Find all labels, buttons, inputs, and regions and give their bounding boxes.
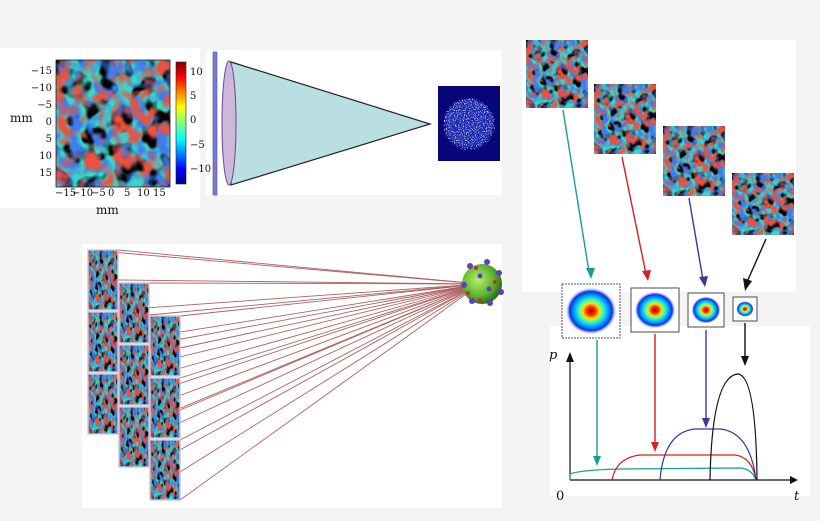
spot-arrows [593, 323, 749, 466]
tile [150, 316, 180, 376]
ray-line [179, 283, 481, 317]
power-plot-panel [550, 326, 810, 496]
ray-line [179, 283, 481, 441]
frame-arrows [562, 109, 767, 291]
x-tick: −10 [72, 188, 94, 199]
power-axis-label: p [549, 348, 558, 363]
phase-map-y-axis-label: mm [10, 111, 33, 125]
tile [88, 250, 118, 310]
x-tick: −5 [91, 188, 106, 199]
time-axis-label: t [794, 489, 800, 504]
ray-line [179, 283, 481, 501]
x-tick: 0 [108, 188, 115, 199]
focus-cone [230, 61, 433, 186]
x-tick: 15 [153, 188, 166, 199]
colorbar-tick: 10 [190, 67, 203, 78]
colorbar-tick: 5 [190, 91, 197, 102]
ray-line [148, 282, 481, 285]
lens [221, 60, 237, 186]
tile [119, 283, 149, 343]
pulse-teal [569, 467, 757, 481]
y-tick: 0 [45, 117, 52, 128]
ray-line [148, 283, 481, 316]
y-tick: 5 [45, 134, 52, 145]
power-plot [566, 352, 798, 484]
focal-spot-1 [561, 283, 621, 339]
y-tick: −5 [37, 100, 52, 111]
x-tick: 10 [137, 188, 150, 199]
ray-line [179, 283, 481, 349]
pulse-red [611, 454, 757, 481]
x-tick: −15 [55, 188, 77, 199]
phase-map-x-axis-label: mm [96, 203, 119, 217]
virus-target [461, 259, 504, 306]
ray-line [179, 283, 481, 411]
pulse-blue [659, 428, 757, 481]
ray-line [117, 283, 481, 311]
ray-line [87, 249, 481, 285]
tile [150, 440, 180, 500]
focal-spot-3 [687, 292, 725, 328]
ray-line [179, 283, 481, 473]
origin-label: 0 [556, 489, 565, 504]
colorbar-tick: 0 [190, 115, 197, 126]
colorbar-tick: −5 [190, 140, 205, 151]
speckle-pattern [438, 86, 500, 161]
ray-line [148, 283, 481, 408]
diffuser-plate [212, 51, 218, 196]
ray-line [179, 283, 481, 379]
ray-line [148, 283, 481, 378]
tile [119, 345, 149, 405]
ray-line [117, 279, 481, 285]
ray-line [148, 283, 481, 346]
focal-spot-4 [732, 296, 758, 322]
frame-4 [732, 173, 794, 235]
colorbar [175, 61, 187, 185]
x-tick: 5 [124, 188, 131, 199]
tile [88, 374, 118, 434]
ray-line [148, 283, 481, 468]
tile [119, 407, 149, 467]
y-tick: −15 [30, 66, 52, 77]
pulse-black [709, 373, 758, 481]
phase-map [55, 59, 171, 188]
frame-3 [663, 126, 725, 196]
tile [88, 312, 118, 372]
colorbar-tick: −10 [190, 164, 212, 175]
frame-1 [526, 40, 588, 108]
tile [150, 378, 180, 438]
y-tick: 10 [39, 151, 52, 162]
y-tick: −10 [30, 83, 52, 94]
focal-spot-2 [630, 287, 680, 333]
y-tick: 15 [39, 168, 52, 179]
tile-array [87, 249, 181, 501]
ray-line [148, 283, 481, 438]
frame-2 [594, 84, 656, 154]
